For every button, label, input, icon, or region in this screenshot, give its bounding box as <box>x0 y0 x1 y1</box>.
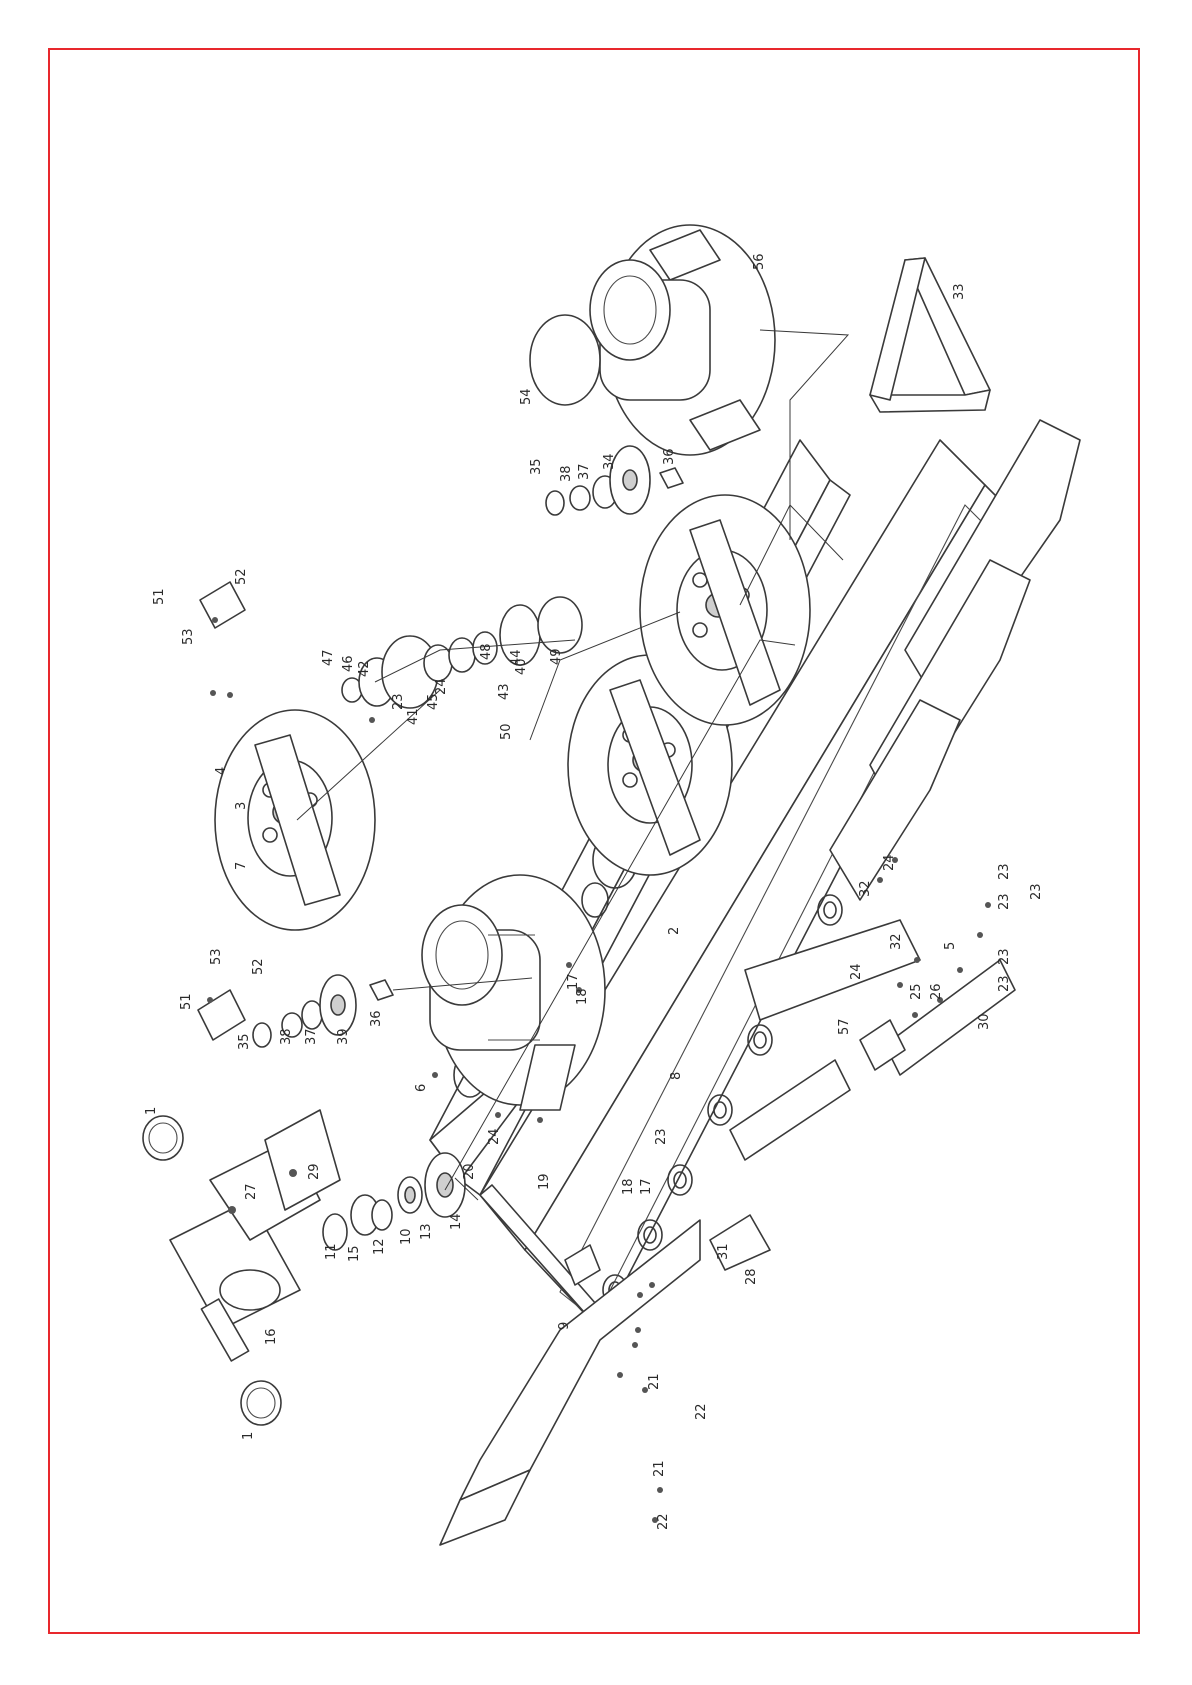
callout-21a: 21 <box>652 1460 667 1477</box>
callout-15: 15 <box>347 1245 362 1262</box>
callout-32a: 32 <box>858 880 873 897</box>
callout-19: 19 <box>537 1173 552 1190</box>
callout-20: 20 <box>462 1163 477 1180</box>
callout-36b: 36 <box>662 448 677 465</box>
gear-14 <box>425 1153 465 1217</box>
callout-21b: 21 <box>647 1373 662 1390</box>
callout-57: 57 <box>837 1018 852 1035</box>
callout-22b: 22 <box>694 1403 709 1420</box>
callout-7: 7 <box>234 862 249 870</box>
callout-10: 10 <box>399 1228 414 1245</box>
seal-cover-top <box>143 1116 183 1160</box>
callout-39: 39 <box>336 1028 351 1045</box>
callout-30: 30 <box>977 1013 992 1030</box>
blade-left <box>198 990 245 1040</box>
callout-14: 14 <box>449 1213 464 1230</box>
callout-24b: 24 <box>434 678 449 695</box>
callout-23c: 23 <box>997 975 1012 992</box>
callout-3: 3 <box>234 802 249 810</box>
callout-1-top: 1 <box>144 1107 159 1115</box>
callout-37b: 37 <box>577 463 592 480</box>
callout-18b: 18 <box>575 988 590 1005</box>
callout-4: 4 <box>214 767 229 775</box>
callout-47: 47 <box>321 649 336 666</box>
cutting-disc-right <box>640 495 810 725</box>
callout-23b: 23 <box>391 693 406 710</box>
bearing-hub-assembly <box>342 597 582 708</box>
blade-right <box>200 582 245 628</box>
callout-51a: 51 <box>179 993 194 1010</box>
callout-27: 27 <box>244 1183 259 1200</box>
gearbox <box>170 1110 340 1361</box>
cutting-disc-top <box>215 710 375 930</box>
callout-23d: 23 <box>997 948 1012 965</box>
callout-5: 5 <box>943 942 958 950</box>
callout-23e: 23 <box>1029 883 1044 900</box>
callout-38a: 38 <box>279 1028 294 1045</box>
callout-46: 46 <box>341 655 356 672</box>
callout-24a: 24 <box>487 1128 502 1145</box>
callout-38b: 38 <box>559 465 574 482</box>
callout-23g: 23 <box>997 863 1012 880</box>
callout-29: 29 <box>307 1163 322 1180</box>
callout-41: 41 <box>406 708 421 725</box>
callout-35a: 35 <box>237 1033 252 1050</box>
callout-13: 13 <box>419 1223 434 1240</box>
callout-52b: 52 <box>234 568 249 585</box>
callout-33: 33 <box>952 283 967 300</box>
callout-23a: 23 <box>654 1128 669 1145</box>
callout-44: 44 <box>509 649 524 666</box>
mounting-bracket <box>870 258 990 412</box>
callout-50: 50 <box>499 723 514 740</box>
callout-48: 48 <box>479 643 494 660</box>
callout-6: 6 <box>414 1084 429 1092</box>
cap-disc <box>530 315 600 405</box>
seal-cover-bottom <box>241 1381 281 1425</box>
callout-12: 12 <box>372 1238 387 1255</box>
callout-54: 54 <box>519 388 534 405</box>
callout-53a: 53 <box>209 948 224 965</box>
callout-24d: 24 <box>849 963 864 980</box>
callout-23f: 23 <box>997 893 1012 910</box>
callout-43: 43 <box>497 683 512 700</box>
callout-51b: 51 <box>152 588 167 605</box>
callout-45: 45 <box>426 693 441 710</box>
callout-36a: 36 <box>369 1010 384 1027</box>
callout-8: 8 <box>669 1072 684 1080</box>
callout-32b: 32 <box>889 933 904 950</box>
callout-31: 31 <box>716 1243 731 1260</box>
callout-35b: 35 <box>529 458 544 475</box>
callout-11: 11 <box>324 1243 339 1260</box>
callout-53b: 53 <box>181 628 196 645</box>
callout-1-bottom: 1 <box>241 1432 256 1440</box>
callout-2: 2 <box>667 927 682 935</box>
callout-24c: 24 <box>882 854 897 871</box>
drum-assembly-right <box>590 225 775 455</box>
callout-26: 26 <box>929 983 944 1000</box>
callout-22a: 22 <box>656 1513 671 1530</box>
callout-42: 42 <box>357 660 372 677</box>
callout-9: 9 <box>557 1322 572 1330</box>
callout-52a: 52 <box>251 958 266 975</box>
callout-28: 28 <box>744 1268 759 1285</box>
callout-37a: 37 <box>304 1028 319 1045</box>
callout-16: 16 <box>264 1328 279 1345</box>
callout-17a: 17 <box>639 1178 654 1195</box>
callout-25: 25 <box>909 983 924 1000</box>
callout-34: 34 <box>602 453 617 470</box>
callout-18a: 18 <box>621 1178 636 1195</box>
callout-49: 49 <box>549 648 564 665</box>
knife-28 <box>710 1215 770 1270</box>
callout-56: 56 <box>752 253 767 270</box>
callout-17b: 17 <box>566 973 581 990</box>
